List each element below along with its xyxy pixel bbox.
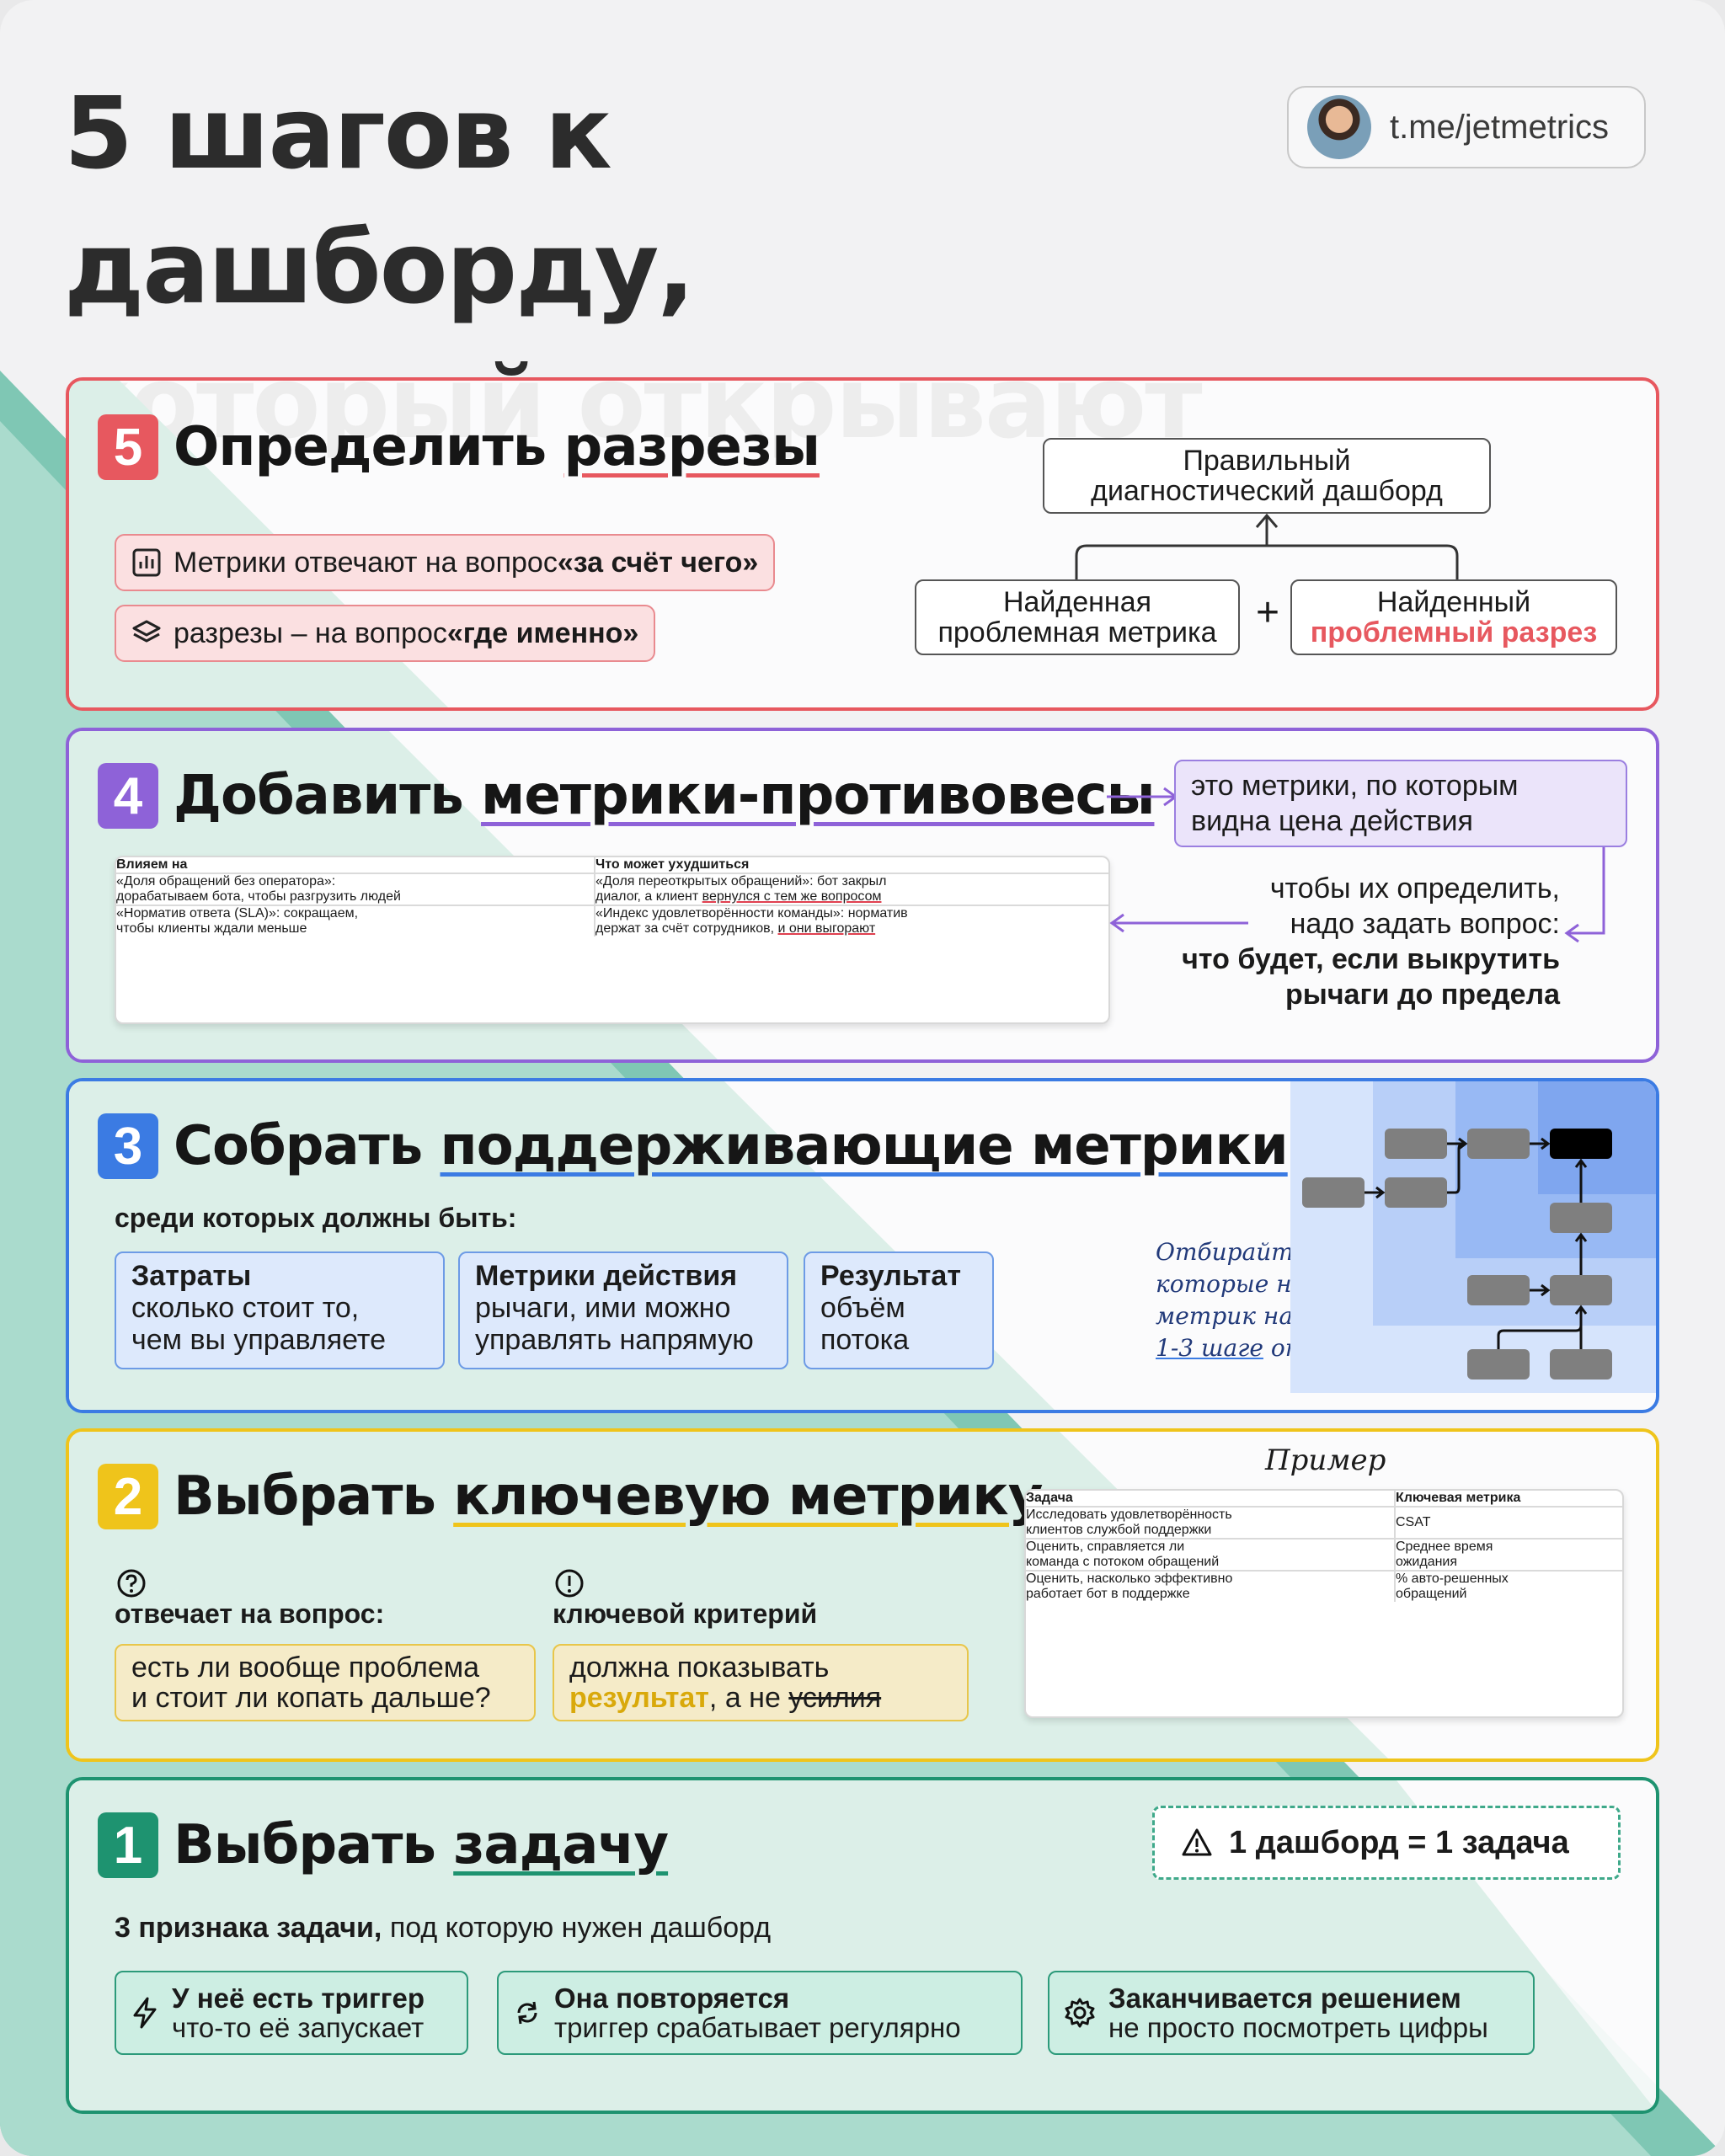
plus-sign: +: [1255, 590, 1280, 635]
table-row: «Норматив ответа (SLA)»: сокращаем,чтобы…: [116, 905, 1108, 937]
tree-connector: [1075, 513, 1459, 579]
layers-icon: [132, 620, 161, 643]
step-2-heading: 2 Выбрать ключевую метрику: [98, 1464, 1043, 1529]
step-3-card: 3 Собрать поддерживающие метрики среди к…: [66, 1078, 1659, 1413]
step-5-heading: 5 Определить разрезы: [98, 414, 820, 480]
step-1-card: 1 Выбрать задачу 1 дашборд = 1 задача 3 …: [66, 1777, 1659, 2114]
step-3-heading: 3 Собрать поддерживающие метрики: [98, 1113, 1289, 1179]
step-number: 1: [98, 1812, 158, 1878]
title-highlight: задачу: [453, 1814, 669, 1876]
alert-circle-icon: [555, 1569, 584, 1598]
table-header: Влияем на: [116, 857, 595, 874]
channel-link[interactable]: t.me/jetmetrics: [1390, 108, 1610, 146]
title-highlight: поддерживающие метрики: [440, 1115, 1288, 1177]
criterion-label: ключевой критерий: [553, 1598, 818, 1629]
question-label: отвечает на вопрос:: [115, 1598, 385, 1629]
table-header: Что может ухудшиться: [594, 857, 1108, 874]
title-highlight: разрезы: [563, 416, 820, 478]
key-metric-table: Задача Ключевая метрика Исследовать удов…: [1024, 1489, 1624, 1718]
refresh-icon: [517, 2001, 537, 2025]
step-title: Добавить метрики-противовесы: [174, 765, 1155, 827]
example-label: Пример: [1265, 1444, 1386, 1477]
criterion-box: должна показывать результат, а не усилия: [553, 1644, 969, 1721]
step-title: Определить разрезы: [174, 416, 820, 478]
table-header: Задача: [1026, 1491, 1396, 1508]
signs-subtitle: 3 признака задачи, под которую нужен даш…: [115, 1912, 772, 1944]
title-line-1: 5 шагов к дашборду,: [64, 75, 695, 326]
avatar: [1307, 95, 1371, 159]
one-dashboard-badge: 1 дашборд = 1 задача: [1152, 1806, 1621, 1880]
warning-icon: [1182, 1828, 1212, 1856]
step-2-card: 2 Выбрать ключевую метрику отвечает на в…: [66, 1428, 1659, 1762]
step-number: 3: [98, 1113, 158, 1179]
counterweights-table: Влияем на Что может ухудшиться «Доля обр…: [115, 856, 1110, 1024]
lightning-icon: [133, 1997, 157, 2029]
slices-question-pill: разрезы – на вопрос «где именно»: [115, 605, 656, 662]
step-number: 5: [98, 414, 158, 480]
table-header: Ключевая метрика: [1394, 1491, 1622, 1508]
question-hint: чтобы их определить, надо задать вопрос:…: [1182, 873, 1560, 1011]
step-1-heading: 1 Выбрать задачу: [98, 1812, 669, 1878]
step-title: Выбрать задачу: [174, 1814, 669, 1876]
title-highlight: метрики-противовесы: [481, 765, 1155, 827]
step-title: Выбрать ключевую метрику: [174, 1465, 1043, 1528]
step-4-heading: 4 Добавить метрики-противовесы: [98, 763, 1155, 829]
metrics-question-pill: Метрики отвечают на вопрос «за счёт чего…: [115, 534, 776, 591]
step-title: Собрать поддерживающие метрики: [174, 1115, 1289, 1177]
title-highlight: ключевую метрику: [453, 1465, 1043, 1528]
channel-badge[interactable]: t.me/jetmetrics: [1287, 86, 1646, 168]
gear-icon: [1065, 1998, 1095, 2028]
step-number: 4: [98, 763, 158, 829]
supporting-subtitle: среди которых должны быть:: [115, 1203, 517, 1233]
step-4-card: 4 Добавить метрики-противовесы Влияем на…: [66, 728, 1659, 1063]
question-circle-icon: [117, 1569, 146, 1598]
step-5-card: 5 Определить разрезы Метрики отвечают на…: [66, 377, 1659, 711]
metric-map-diagram: [1290, 1081, 1656, 1393]
step-number: 2: [98, 1464, 158, 1529]
table-row: «Доля обращений без оператора»:дорабатыв…: [116, 873, 1108, 906]
chart-icon: [132, 548, 161, 577]
